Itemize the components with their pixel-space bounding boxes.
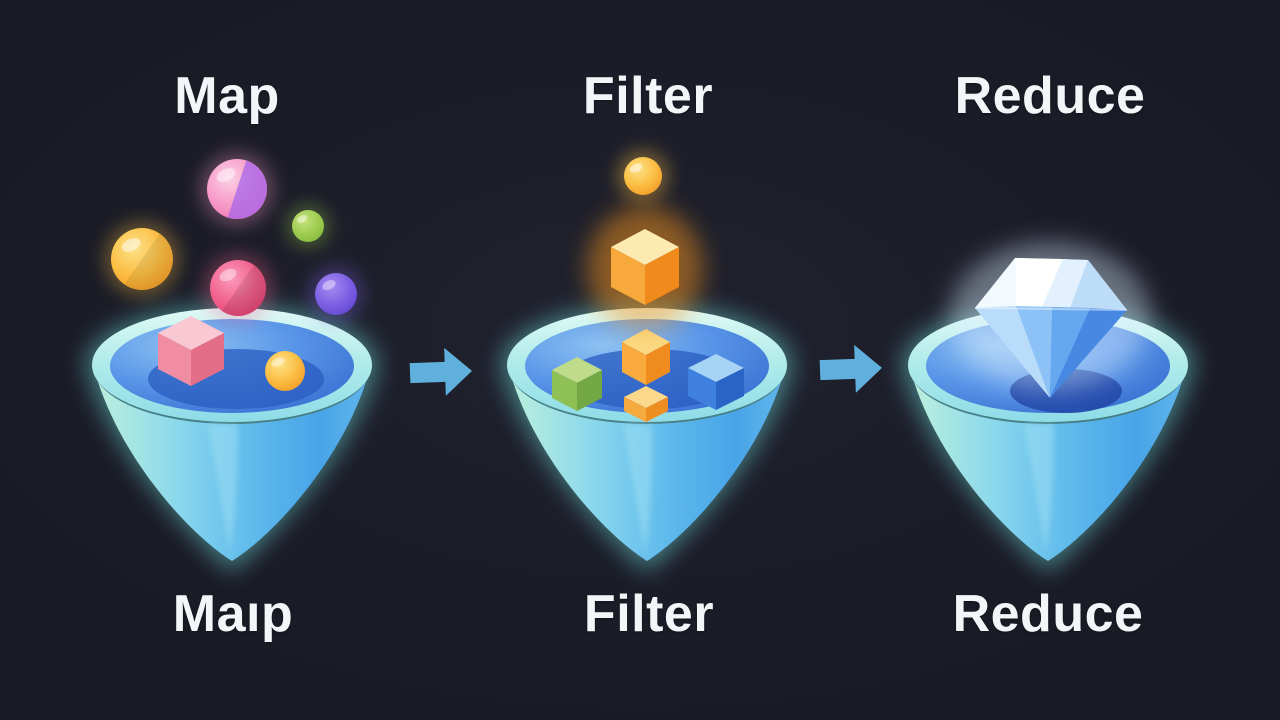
reduce-title: Reduce <box>954 67 1146 125</box>
map-bottom-label: Maıp <box>172 585 294 643</box>
sphere-pink-red <box>210 260 266 316</box>
map-funnel-cone-highlight <box>208 424 238 552</box>
reduce-bottom-label: Reduce <box>952 585 1144 643</box>
map-title: Map <box>174 67 280 125</box>
map-bowl-cube-pink <box>158 316 224 386</box>
filter-bottom-label: Filter <box>583 585 715 643</box>
sphere-indigo <box>315 273 357 315</box>
sphere-green <box>292 210 324 242</box>
filter-bowl-cube-orange-small <box>624 386 668 422</box>
filter-funnel-cone-highlight <box>623 424 653 552</box>
filter-bowl-cube-green <box>552 357 602 411</box>
map-falling-spheres <box>103 151 365 324</box>
sphere-orange <box>111 228 173 290</box>
map-funnel <box>85 304 378 572</box>
filter-glowing-cube-orange <box>587 206 703 330</box>
sphere-pink-purple <box>207 159 267 219</box>
arrow-map-to-filter <box>409 347 472 396</box>
filter-bowl-cube-orange <box>622 329 670 385</box>
filter-falling-sphere-orange <box>616 149 670 203</box>
filter-bowl-cube-blue <box>688 354 744 410</box>
arrow-filter-to-reduce <box>819 344 882 393</box>
filter-title: Filter <box>582 67 714 125</box>
map-bowl-sphere-orange <box>265 351 305 391</box>
reduce-diamond <box>950 242 1150 398</box>
reduce-funnel-cone-highlight <box>1024 424 1054 552</box>
